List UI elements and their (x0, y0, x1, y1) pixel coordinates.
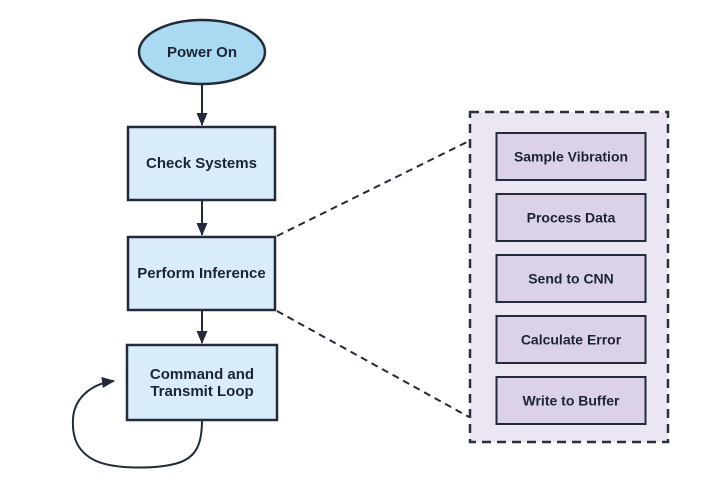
node-perform-inference: Perform Inference (126, 235, 277, 312)
check-systems-label: Check Systems (146, 155, 257, 172)
sample-vibration-label: Sample Vibration (514, 149, 628, 165)
write-to-buffer-box (495, 376, 647, 425)
detail-item-calculate-error: Calculate Error (495, 315, 647, 364)
perform-inference-label: Perform Inference (137, 265, 265, 282)
calculate-error-box (495, 315, 647, 364)
process-data-label: Process Data (527, 210, 616, 226)
detail-link-bottom-line (276, 310, 470, 418)
command-label-line1: Command and (150, 366, 254, 383)
detail-item-process-data: Process Data (495, 193, 647, 242)
send-to-cnn-box (495, 254, 647, 303)
detail-item-send-to-cnn: Send to CNN (495, 254, 647, 303)
self-loop-arrow (71, 377, 203, 469)
process-data-box (495, 193, 647, 242)
command-transmit-loop-box (125, 343, 279, 422)
calculate-error-label: Calculate Error (521, 332, 622, 348)
node-check-systems: Check Systems (126, 125, 277, 202)
command-label-line2: Transmit Loop (150, 383, 253, 400)
detail-item-write-to-buffer: Write to Buffer (495, 376, 647, 425)
power-on-ellipse (137, 18, 267, 86)
inference-detail-panel: Sample Vibration Process Data Send to CN… (468, 110, 670, 444)
sample-vibration-box (495, 132, 647, 181)
write-to-buffer-label: Write to Buffer (523, 393, 621, 409)
detail-link-top-line (276, 140, 470, 237)
power-on-label: Power On (167, 44, 237, 61)
check-systems-box (126, 125, 277, 202)
detail-item-sample-vibration: Sample Vibration (495, 132, 647, 181)
perform-inference-box (126, 235, 277, 312)
send-to-cnn-label: Send to CNN (528, 271, 614, 287)
node-power-on: Power On (137, 18, 267, 86)
